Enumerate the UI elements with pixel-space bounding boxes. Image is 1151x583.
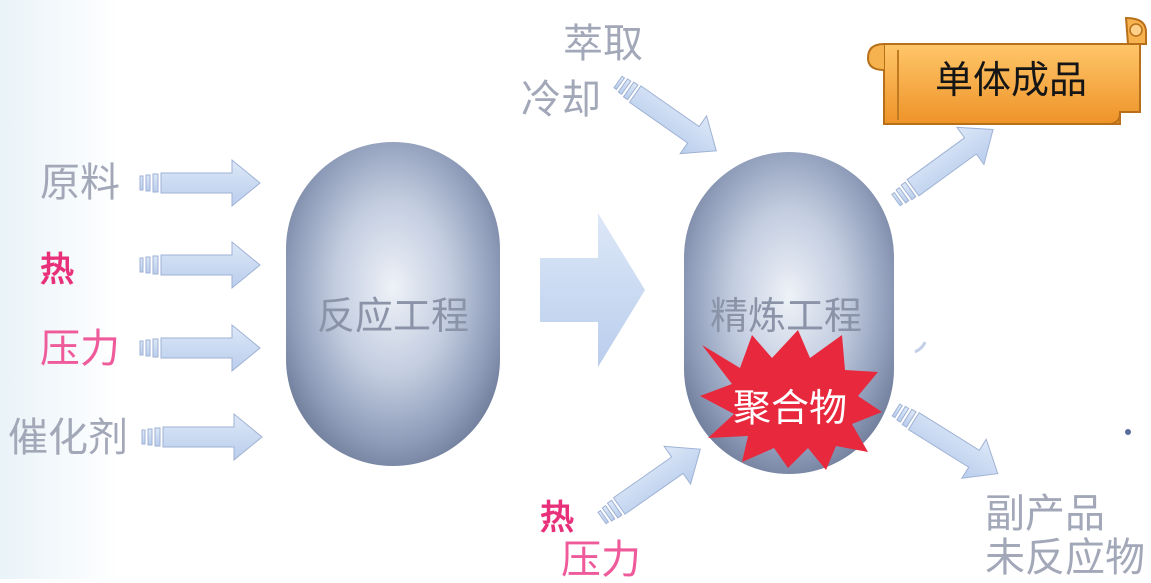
label-catalyst: 催化剂 (8, 415, 128, 461)
label-unreacted: 未反应物 (985, 535, 1145, 581)
label-cooling: 冷却 (521, 77, 601, 123)
arrow-byproduct (883, 389, 1011, 494)
reaction-vessel (286, 142, 500, 466)
reaction-vessel-label: 反应工程 (317, 294, 470, 338)
label-raw-material: 原料 (40, 160, 120, 206)
speck-stroke (914, 341, 927, 354)
product-banner-label: 单体成品 (935, 58, 1088, 102)
arrow-heat (139, 241, 261, 289)
label-heat: 热 (40, 250, 74, 290)
arrow-product (881, 110, 1008, 220)
label-byproduct: 副产品 (985, 491, 1105, 537)
refining-vessel-label: 精炼工程 (710, 294, 863, 338)
arrow-raw-material (139, 159, 261, 207)
polymer-label: 聚合物 (733, 386, 848, 430)
label-refining-pressure: 压力 (561, 537, 641, 583)
arrow-extraction-cooling (604, 62, 730, 171)
speck-dot (1125, 429, 1131, 435)
label-refining-heat: 热 (540, 498, 574, 538)
arrow-pressure (139, 324, 261, 372)
product-banner-scroll (866, 16, 1147, 125)
arrow-catalyst (141, 413, 263, 461)
label-extraction: 萃取 (563, 21, 643, 67)
transfer-arrow (540, 213, 645, 367)
arrow-heat-pressure (588, 429, 714, 538)
polymer-burst (700, 330, 882, 470)
label-pressure: 压力 (40, 326, 120, 372)
